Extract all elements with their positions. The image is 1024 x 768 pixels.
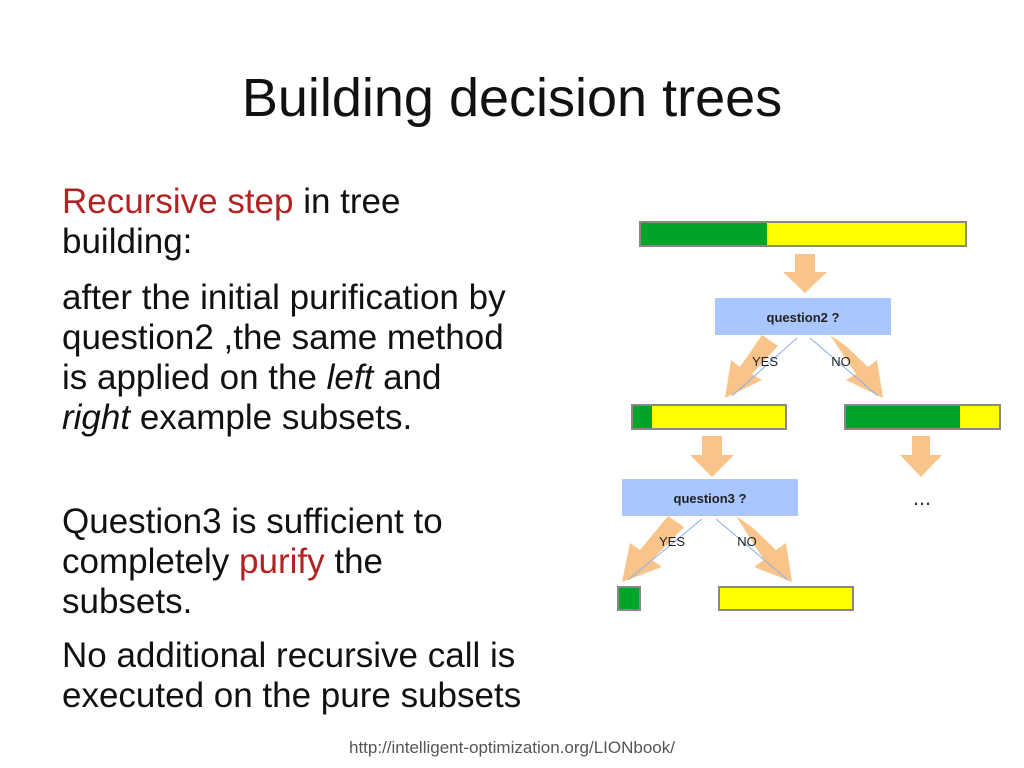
right-bar-outline: [844, 404, 1001, 430]
yes-line-q2: [731, 337, 798, 397]
footer-url[interactable]: http://intelligent-optimization.org/LION…: [348, 738, 675, 757]
right-bar-green: [845, 405, 960, 429]
no-line-q2: [809, 337, 879, 397]
text-question3-line1: Question3 is sufficient to: [62, 502, 443, 541]
root-bar-yellow: [767, 222, 966, 246]
text-building: building:: [62, 222, 193, 261]
highlight-recursive-step: Recursive step: [62, 182, 294, 221]
question2-box: [715, 298, 891, 335]
text-purification-line2: question2 ,the same method: [62, 318, 504, 357]
down-arrow-root: [783, 254, 827, 293]
pure-green-bar: [618, 587, 640, 610]
italic-left: left: [326, 358, 374, 397]
paragraph-question3: Question3 is sufficient to completely pu…: [62, 502, 602, 622]
pure-yellow-outline: [718, 586, 854, 611]
down-arrow-right: [900, 436, 942, 477]
text-no-recursion-line2: executed on the pure subsets: [62, 676, 522, 715]
paragraph-no-recursion: No additional recursive call is executed…: [62, 636, 602, 716]
text-purification-line3b: and: [373, 358, 442, 397]
left-bar-green: [632, 405, 652, 429]
left-subset-bar: [631, 404, 787, 430]
highlight-purify: purify: [239, 542, 325, 581]
no-arrow-q3: [736, 516, 792, 582]
down-arrow-left: [690, 436, 734, 477]
text-purification-line1: after the initial purification by: [62, 278, 506, 317]
right-subset-bar: [844, 404, 1001, 430]
text-question3-line2a: completely: [62, 542, 240, 581]
root-subset-bar: [639, 221, 967, 247]
no-label-q2: NO: [831, 354, 851, 369]
yes-line-q3: [627, 518, 703, 581]
yes-arrow-q3: [622, 516, 684, 582]
root-bar-green: [640, 222, 767, 246]
question3-node: question3 ?: [622, 479, 798, 516]
body-text: Recursive step in tree building: after t…: [62, 182, 602, 716]
text-question3-line3: subsets.: [62, 582, 193, 621]
yes-label-q2: YES: [752, 354, 778, 369]
pure-yellow-subset: [718, 586, 854, 611]
ellipsis-continuation: ...: [913, 485, 931, 510]
no-line-q3: [715, 518, 789, 581]
paragraph-purification: after the initial purification by questi…: [62, 278, 602, 438]
text-no-recursion-line1: No additional recursive call is: [62, 636, 516, 675]
yes-label-q3: YES: [659, 534, 685, 549]
pure-green-subset: [617, 586, 641, 611]
left-bar-yellow: [652, 405, 786, 429]
no-arrow-q2: [830, 335, 883, 398]
left-bar-outline: [631, 404, 787, 430]
right-bar-yellow: [960, 405, 1000, 429]
no-label-q3: NO: [737, 534, 757, 549]
question2-node: question2 ?: [715, 298, 891, 335]
question3-label: question3 ?: [674, 491, 747, 506]
text-question3-line2b: the: [324, 542, 384, 581]
text-in-tree: in tree: [293, 182, 401, 221]
root-bar-outline: [639, 221, 967, 247]
text-purification-line3a: is applied on the: [62, 358, 327, 397]
slide-title: Building decision trees: [241, 68, 783, 128]
pure-green-outline: [617, 586, 641, 611]
pure-yellow-bar: [719, 587, 853, 610]
question3-box: [622, 479, 798, 516]
italic-right: right: [62, 398, 131, 437]
paragraph-recursive-step: Recursive step in tree building:: [62, 182, 602, 262]
question2-label: question2 ?: [767, 310, 840, 325]
yes-arrow-q2: [725, 335, 778, 398]
text-purification-line4: example subsets.: [130, 398, 413, 437]
